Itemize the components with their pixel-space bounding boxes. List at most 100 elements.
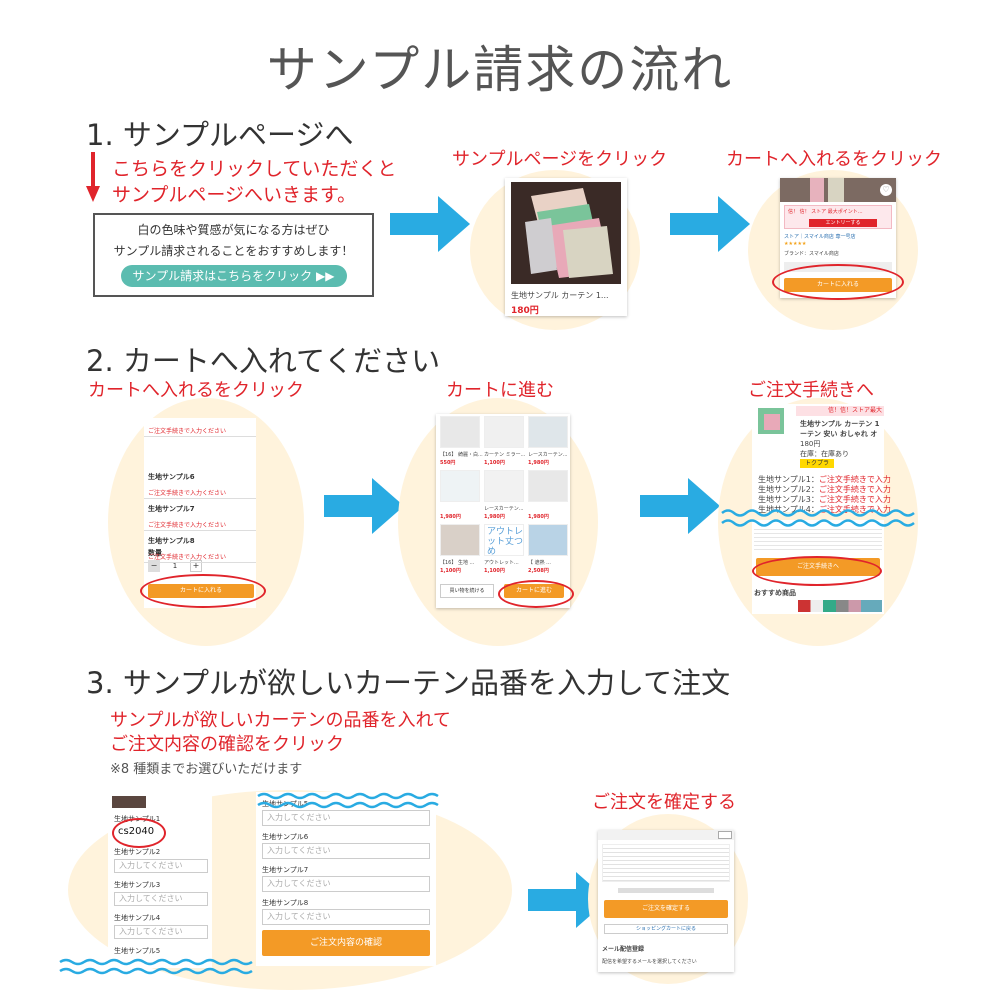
- campaign-banner-text: 信！ 信！ ストア 最大ポイント...: [788, 209, 863, 215]
- back-to-cart-link[interactable]: ショッピングカートに戻る: [604, 924, 728, 934]
- product-price: 550円: [440, 460, 456, 466]
- row-divider: [144, 498, 256, 499]
- product-thumb[interactable]: アウトレット丈つめ: [484, 524, 524, 557]
- order-confirm-card: ご注文を確定する ショッピングカートに戻る メール配信登録 配信を希望するメール…: [598, 830, 734, 972]
- product-thumb[interactable]: [484, 470, 524, 502]
- option-note: ご注文手続きで入力ください: [148, 554, 227, 561]
- checkout-product-title2: ーテン 安い おしゃれ オ: [800, 430, 878, 438]
- option-note: ご注文手続きで入力ください: [148, 428, 227, 435]
- store-badge: 信！信！ストア最大: [796, 406, 884, 416]
- consent-line: [618, 888, 714, 893]
- product-thumb[interactable]: [528, 416, 568, 448]
- info-box-line1: 白の色味や質感が気になる方はぜひ: [137, 223, 330, 237]
- step3-note-line2: ご注文内容の確認をクリック: [110, 734, 344, 755]
- product-price: 1,980円: [440, 514, 461, 520]
- confirm-header-bar: [598, 830, 734, 840]
- sample-number-input[interactable]: 入力してください: [262, 909, 430, 925]
- step1-heading: 1. サンプルページへ: [86, 118, 354, 152]
- continue-shopping-button[interactable]: 買い物を続ける: [440, 584, 494, 598]
- product-name: レースカーテン...: [528, 452, 568, 458]
- checkout-price: 180円: [800, 440, 821, 448]
- coupon-badge: トクプラ: [800, 459, 834, 468]
- product-thumb[interactable]: [440, 470, 480, 502]
- product-name: 【16】 綺麗・白...: [440, 452, 483, 458]
- product-name: 【 遮熱 ...: [528, 560, 551, 566]
- info-box-line2: サンプル請求されることをおすすめします！: [113, 244, 354, 258]
- recommend-thumbs: [798, 600, 882, 612]
- sample-number-input[interactable]: 入力してください: [262, 876, 430, 892]
- product-name: カーテン ミラー...: [484, 452, 526, 458]
- product-price: 1,100円: [484, 460, 505, 466]
- highlight-ellipse: [772, 264, 904, 300]
- product-thumb[interactable]: [440, 416, 480, 448]
- field-label: 生地サンプル7: [262, 866, 309, 874]
- product-thumb[interactable]: [528, 524, 568, 556]
- step2-caption-proceed-cart: カートに進む: [446, 380, 554, 401]
- sample-number-input[interactable]: 入力してください: [114, 859, 208, 873]
- field-label: 生地サンプル8: [262, 899, 309, 907]
- terms-text-block: [602, 844, 730, 882]
- store-link[interactable]: ストア｜スマイル商店 専一号店: [784, 234, 856, 240]
- confirm-order-contents-button[interactable]: ご注文内容の確認: [262, 930, 430, 956]
- red-down-arrow-icon: [86, 152, 100, 202]
- option-label: 生地サンプル6: [148, 473, 195, 481]
- flow-arrow-icon: [324, 478, 404, 534]
- step3-note-line1: サンプルが欲しいカーテンの品番を入れて: [110, 710, 451, 731]
- checkout-stock: 在庫：在庫あり: [800, 450, 849, 458]
- wave-divider-icon: [721, 509, 915, 527]
- sample-number-input[interactable]: 入力してください: [262, 810, 430, 826]
- heart-icon[interactable]: ♡: [880, 184, 892, 196]
- highlight-ellipse: [498, 580, 574, 608]
- product-price: 1,980円: [528, 514, 549, 520]
- step2-heading: 2. カートへ入れてください: [86, 344, 441, 378]
- product-thumb[interactable]: [440, 524, 480, 556]
- wave-divider-icon: [59, 958, 253, 975]
- sample-request-button[interactable]: サンプル請求はこちらをクリック ▶▶: [120, 265, 347, 287]
- confirm-order-button[interactable]: ご注文を確定する: [604, 900, 728, 918]
- edit-button[interactable]: [718, 831, 732, 839]
- step3-heading: 3. サンプルが欲しいカーテン品番を入力して注文: [86, 666, 731, 700]
- step2-caption-add-to-cart: カートへ入れるをクリック: [88, 380, 304, 401]
- sample-number-input[interactable]: 入力してください: [262, 843, 430, 859]
- wave-divider-icon: [257, 792, 439, 809]
- product-price: 180円: [511, 306, 539, 316]
- sample-info-box: 白の色味や質感が気になる方はぜひ サンプル請求されることをおすすめします！ サン…: [93, 213, 374, 297]
- outlet-label: アウトレット丈つめ: [487, 527, 524, 557]
- product-name: 【16】 生地 ...: [440, 560, 475, 566]
- product-name: レースカーテン...: [484, 506, 524, 512]
- recommend-heading: おすすめ商品: [754, 589, 796, 597]
- step1-caption-sample-page: サンプルページをクリック: [452, 149, 668, 170]
- page-title: サンプル請求の流れ: [266, 41, 734, 99]
- sample-line: 生地サンプル4：ご注文手続きで入力: [758, 505, 891, 514]
- row-divider: [144, 436, 256, 437]
- sample-number-input[interactable]: 入力してください: [114, 925, 208, 939]
- entry-button[interactable]: エントリーする: [809, 219, 877, 227]
- product-thumb[interactable]: [484, 416, 524, 448]
- sample-line: 生地サンプル3：ご注文手続きで入力: [758, 495, 891, 504]
- step3-caption-confirm: ご注文を確定する: [592, 792, 736, 813]
- row-divider: [144, 530, 256, 531]
- product-thumb[interactable]: [528, 470, 568, 502]
- product-name: アウトレット...: [484, 560, 519, 566]
- sample-number-input[interactable]: 入力してください: [114, 892, 208, 906]
- option-label: 生地サンプル7: [148, 505, 195, 513]
- product-price: 1,980円: [528, 460, 549, 466]
- flow-arrow-icon: [670, 196, 750, 252]
- field-label: 生地サンプル6: [262, 833, 309, 841]
- row-divider: [144, 562, 256, 563]
- sample-line: 生地サンプル1：ご注文手続きで入力: [758, 475, 891, 484]
- product-price: 2,508円: [528, 568, 549, 574]
- quantity-value[interactable]: 1: [172, 562, 178, 570]
- highlight-ellipse: [752, 556, 882, 586]
- product-card[interactable]: 生地サンプル カーテン 1... 180円: [505, 178, 627, 316]
- rating-stars-icon: ★★★★★: [784, 241, 807, 247]
- product-thumb: [112, 796, 146, 808]
- field-label: 生地サンプル2: [114, 848, 161, 856]
- step1-caption-add-to-cart: カートへ入れるをクリック: [726, 149, 942, 170]
- product-price: 1,100円: [484, 568, 505, 574]
- notice-text-block: [754, 526, 882, 550]
- minus-button[interactable]: −: [148, 560, 160, 572]
- plus-button[interactable]: +: [190, 560, 202, 572]
- product-price: 1,980円: [484, 514, 505, 520]
